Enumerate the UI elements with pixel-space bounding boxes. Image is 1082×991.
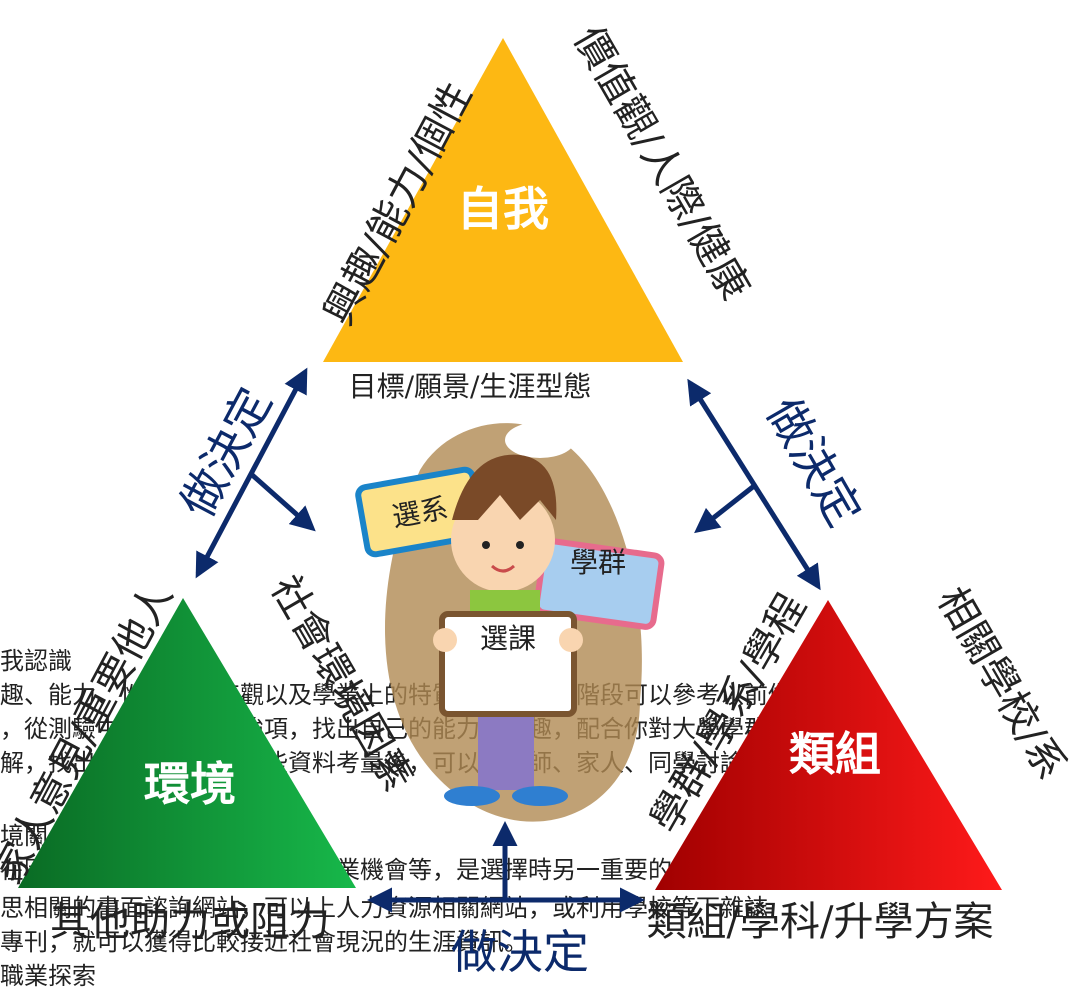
right-eye — [516, 541, 524, 549]
env-bottom-label: 其他助力或阻力 — [50, 899, 330, 945]
right-decision-pointer — [694, 484, 756, 534]
environment-triangle — [18, 598, 356, 888]
group-title: 類組 — [789, 727, 881, 781]
right-hand — [559, 628, 583, 652]
left-hand — [433, 628, 457, 652]
self-bottom-label: 目標/願景/生涯型態 — [349, 370, 592, 403]
group-right-label: 相關學校/系 — [928, 580, 1075, 788]
right-decision-arrow — [687, 378, 821, 591]
bottom-decision-label: 做決定 — [451, 925, 589, 979]
body-line: 我認識 — [0, 647, 72, 675]
environment-title: 環境 — [144, 757, 236, 811]
self-triangle — [323, 38, 683, 362]
self-title: 自我 — [457, 182, 549, 236]
left-shoe — [444, 786, 500, 806]
board-label: 選課 — [480, 622, 536, 655]
right-shoe — [512, 786, 568, 806]
body-line: 專刊，就可以獲得比較接近社會現況的生涯資訊。 — [0, 928, 528, 956]
student-hair — [452, 454, 557, 520]
cloud-shape — [505, 422, 575, 458]
left-decision-label: 做決定 — [170, 379, 282, 526]
group-triangle — [655, 600, 1002, 890]
smile — [490, 564, 516, 573]
group-bottom-label: 類組/學科/升學方案 — [647, 899, 994, 945]
board — [439, 611, 577, 717]
student-illustration: 選系 學群 選課 — [355, 422, 665, 822]
card-field-group-label: 學群 — [570, 546, 626, 579]
left-eye — [482, 541, 490, 549]
body-line: 境關 — [0, 822, 48, 850]
left-decision-pointer — [248, 471, 316, 532]
